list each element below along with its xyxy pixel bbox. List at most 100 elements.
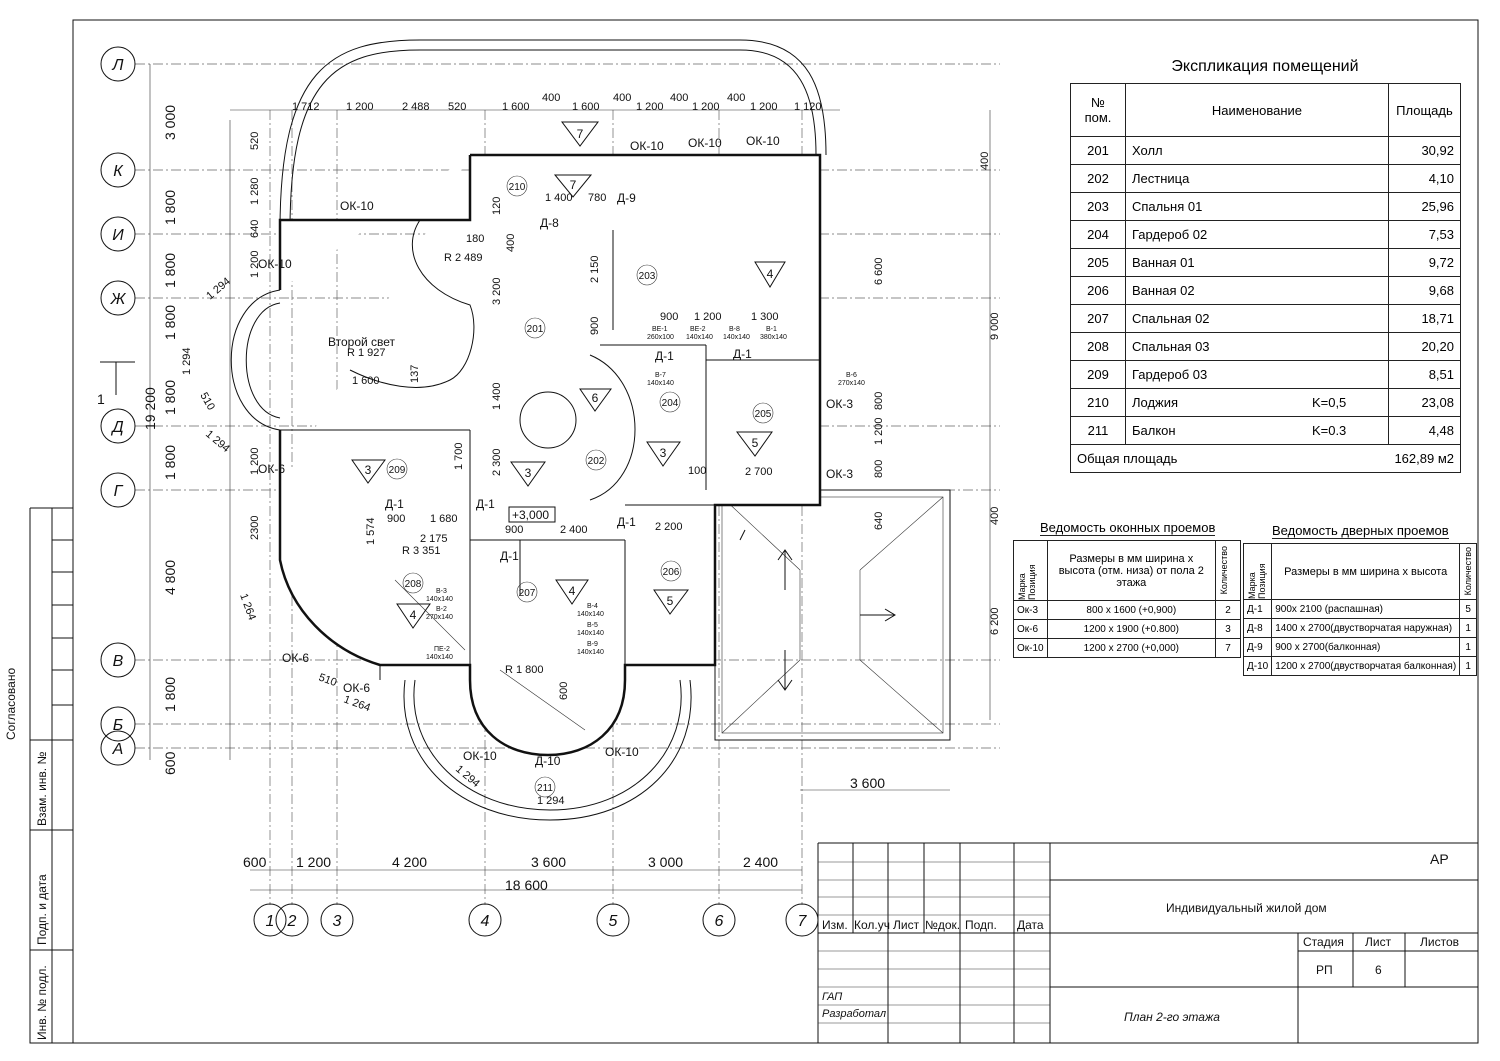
table-header: Марка Позиция Размеры в мм ширина х высо… xyxy=(1013,540,1241,601)
dim-bottom-total: 18 600 xyxy=(505,877,548,893)
header-mark: Марка Позиция xyxy=(1247,563,1267,599)
table-row: 211 Балкон K=0.3 4,48 xyxy=(1070,416,1462,445)
dim-bottom: 3 600 xyxy=(531,854,566,870)
table-row: 205 Ванная 01 9,72 xyxy=(1070,248,1462,277)
dim-top: 1 200 xyxy=(750,101,778,113)
dim-inner: 1 294 xyxy=(181,347,193,375)
window-mark: ОК-6 xyxy=(282,651,309,665)
dim-inner: 1 200 xyxy=(249,447,261,475)
dim-right: 800 xyxy=(873,460,885,478)
room-name: Спальная 02 xyxy=(1124,304,1306,333)
dim-interior: 1 400 xyxy=(545,192,573,204)
dim-inner: 1 264 xyxy=(237,592,258,622)
dim-inner: 520 xyxy=(249,132,261,150)
size: 1200 х 1900 (+0.800) xyxy=(1046,619,1217,639)
gap-label: ГАП xyxy=(822,991,842,1003)
dim-top: 1 120 xyxy=(794,101,822,113)
table-row: 209 Гардероб 03 8,51 xyxy=(1070,360,1462,389)
room-name: Балкон xyxy=(1124,416,1306,445)
dimension-lines: 1 712 1 200 2 488 520 1 600 400 1 600 40… xyxy=(142,64,1001,893)
room-no: 209 xyxy=(1070,360,1126,389)
dim-bottom: 600 xyxy=(243,854,267,870)
section-mark: 1 xyxy=(97,391,105,407)
size: 1200 х 2700 (+0,000) xyxy=(1046,638,1217,658)
table-row: Д-10 1200 х 2700(двустворчатая балконная… xyxy=(1242,656,1478,676)
window-mark: ОК-6 xyxy=(258,462,285,476)
window-mark: ОК-10 xyxy=(630,139,664,153)
window-mark: ОК-10 xyxy=(605,745,639,759)
window-mark: ОК-10 xyxy=(340,199,374,213)
axis-row-label: И xyxy=(112,227,124,244)
dim-interior: 1 600 xyxy=(352,375,380,387)
room-area: 4,48 xyxy=(1387,416,1462,445)
dim-interior: 1 700 xyxy=(453,442,465,470)
vent-mark: 140x140 xyxy=(647,380,674,387)
explication-title: Экспликация помещений xyxy=(1171,58,1359,75)
dim-interior: 2 400 xyxy=(560,524,588,536)
size: 900 х 2700(балконная) xyxy=(1271,637,1461,657)
mark: Ок-3 xyxy=(1013,600,1048,620)
section-number: 3 xyxy=(525,466,532,480)
vent-mark: ПЕ-2 xyxy=(434,646,450,653)
table-row: Д-8 1400 х 2700(двустворчатая наружная) … xyxy=(1242,618,1478,638)
room-number: 203 xyxy=(639,271,656,282)
dim-interior: 1 200 xyxy=(694,311,722,323)
dim-interior: 2 200 xyxy=(655,521,683,533)
row-axis-markers: Л К И Ж Д Г В Б А 1 xyxy=(97,46,136,766)
window-marks: ОК-10 ОК-10 ОК-10 ОК-10 ОК-10 ОК-10 ОК-1… xyxy=(258,134,853,763)
header-size: Размеры в мм ширина х высота (отм. низа)… xyxy=(1046,540,1217,601)
dim-interior: 2 175 xyxy=(420,533,448,545)
axis-col-label: 6 xyxy=(715,913,724,930)
floor-level: +3,000 xyxy=(512,508,549,522)
axis-col-label: 4 xyxy=(481,913,490,930)
dim-roof: 3 600 xyxy=(850,775,885,791)
vent-mark: 270x140 xyxy=(838,380,865,387)
total-row: Общая площадь 162,89 м2 xyxy=(1070,444,1462,473)
vent-mark: В-7 xyxy=(655,372,666,379)
room-area: 30,92 xyxy=(1387,136,1462,165)
sheet-frame xyxy=(72,19,1479,1044)
dim-right: 640 xyxy=(873,512,885,530)
quantity: 2 xyxy=(1215,600,1241,620)
title-code: АР xyxy=(1430,851,1449,867)
vent-mark: 140x140 xyxy=(723,334,750,341)
dim-right: 400 xyxy=(979,152,991,170)
stamp-sign-date: Подп. и дата xyxy=(35,874,49,945)
door-schedule-table: Марка Позиция Размеры в мм ширина х высо… xyxy=(1242,543,1478,676)
quantity: 7 xyxy=(1215,638,1241,658)
vent-mark: 140x140 xyxy=(426,654,453,661)
table-row: Д-1 900х 2100 (распашная) 5 xyxy=(1242,599,1478,619)
table-row: Д-9 900 х 2700(балконная) 1 xyxy=(1242,637,1478,657)
mark: Д-8 xyxy=(1242,618,1273,638)
mark: Д-10 xyxy=(1242,656,1273,676)
axis-row-label: К xyxy=(113,163,124,180)
axis-row-label: Л xyxy=(112,57,124,74)
vent-marks: ВЕ-1 260x100 ВЕ-2 140x140 В-8 140x140 В-… xyxy=(426,326,865,661)
door-mark: Д-1 xyxy=(617,515,636,529)
vent-mark: 140x140 xyxy=(686,334,713,341)
dim-top: 400 xyxy=(727,92,745,104)
room-coef xyxy=(1305,164,1389,193)
dim-interior: 137 xyxy=(409,365,421,383)
dim-top: 1 200 xyxy=(692,101,720,113)
room-no: 207 xyxy=(1070,304,1126,333)
table-row: Ок-3 800 х 1600 (+0,900) 2 xyxy=(1013,600,1241,620)
dim-left: 3 000 xyxy=(162,105,178,140)
explication-table: № пом. Наименование Площадь 201 Холл 30,… xyxy=(1070,83,1462,473)
axis-row-label: Д xyxy=(110,419,123,436)
dim-interior: 3 200 xyxy=(491,277,503,305)
window-mark: ОК-10 xyxy=(463,749,497,763)
room-number: 206 xyxy=(663,567,680,578)
door-mark: Д-1 xyxy=(733,347,752,361)
window-mark: ОК-6 xyxy=(343,681,370,695)
dim-interior: 1 264 xyxy=(342,694,372,715)
section-number: 7 xyxy=(570,178,577,192)
section-number: 4 xyxy=(767,267,774,281)
table-row: Ок-10 1200 х 2700 (+0,000) 7 xyxy=(1013,638,1241,658)
mark: Ок-6 xyxy=(1013,619,1048,639)
header-no: № пом. xyxy=(1070,83,1126,137)
door-mark: Д-1 xyxy=(385,497,404,511)
dim-bottom: 3 000 xyxy=(648,854,683,870)
